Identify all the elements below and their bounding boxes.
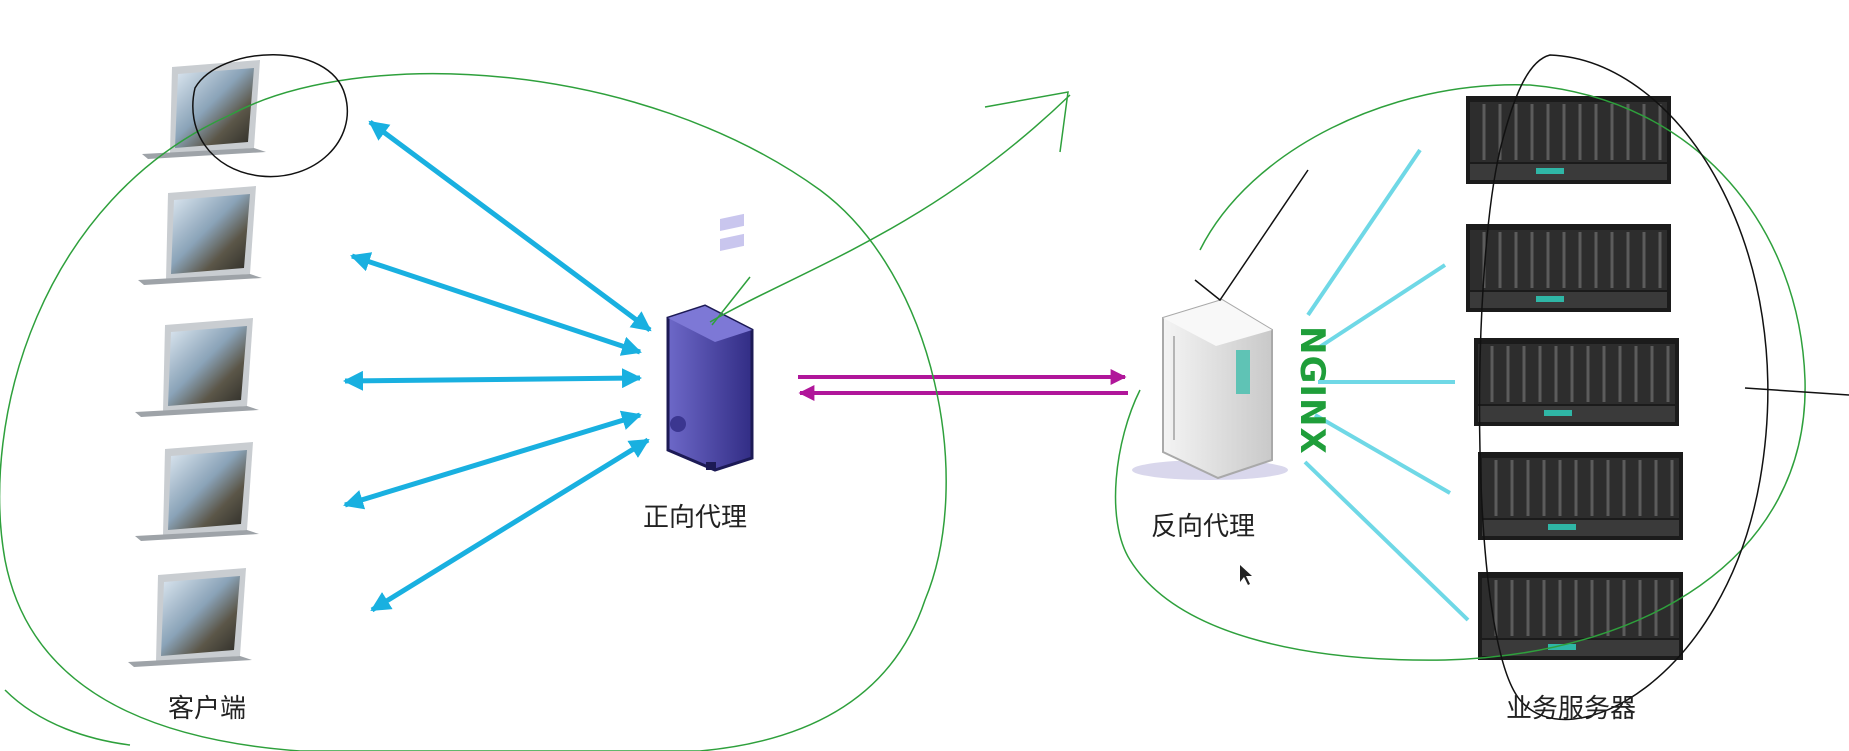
client-arrow bbox=[343, 410, 642, 510]
server-link bbox=[1306, 148, 1422, 317]
rack-server-icon bbox=[1472, 336, 1681, 428]
client-arrow bbox=[343, 368, 642, 391]
reverse-proxy-label: 反向代理 bbox=[1151, 512, 1256, 542]
rack-server-icon bbox=[1464, 94, 1673, 186]
rack-server-icon bbox=[1464, 222, 1673, 314]
nginx-server-icon bbox=[1132, 298, 1288, 480]
client-laptop-icon bbox=[135, 318, 259, 417]
client-arrow bbox=[368, 119, 652, 333]
client-laptop-icon bbox=[138, 186, 262, 285]
proxy-link-arrows bbox=[798, 369, 1128, 401]
clients-label: 客户端 bbox=[168, 694, 247, 724]
tick-stroke bbox=[711, 276, 751, 326]
arrowhead-stroke bbox=[984, 91, 1069, 153]
black-annotations bbox=[192, 54, 1849, 721]
server-link bbox=[1313, 263, 1447, 352]
rack-server-icon bbox=[1476, 450, 1685, 542]
server-link bbox=[1303, 460, 1470, 622]
forward-proxy-label: 正向代理 bbox=[643, 503, 748, 533]
rack-server-icon bbox=[1476, 570, 1685, 662]
client-arrow bbox=[350, 252, 642, 356]
servers-circle bbox=[1478, 54, 1769, 721]
client-arrow bbox=[370, 437, 650, 613]
server-tower-icon bbox=[666, 213, 754, 472]
nginx-logo: NGINX bbox=[1292, 326, 1332, 455]
server-link bbox=[1313, 413, 1452, 495]
server-group-outline bbox=[1114, 84, 1806, 661]
green-annotations bbox=[0, 72, 1806, 751]
pointer-stroke bbox=[1194, 169, 1309, 302]
client-arrows bbox=[343, 119, 652, 613]
client-group-outline bbox=[0, 72, 947, 751]
client-laptop-icon bbox=[135, 442, 259, 541]
server-links bbox=[1303, 148, 1470, 622]
cursor-icon bbox=[1240, 565, 1252, 585]
corner-stroke bbox=[4, 689, 131, 746]
forward-direction-stroke bbox=[709, 94, 1071, 323]
dash-stroke bbox=[1744, 387, 1849, 396]
client-laptop-icon bbox=[128, 568, 252, 667]
laptop-circle bbox=[192, 54, 348, 178]
business-servers-label: 业务服务器 bbox=[1506, 694, 1637, 724]
